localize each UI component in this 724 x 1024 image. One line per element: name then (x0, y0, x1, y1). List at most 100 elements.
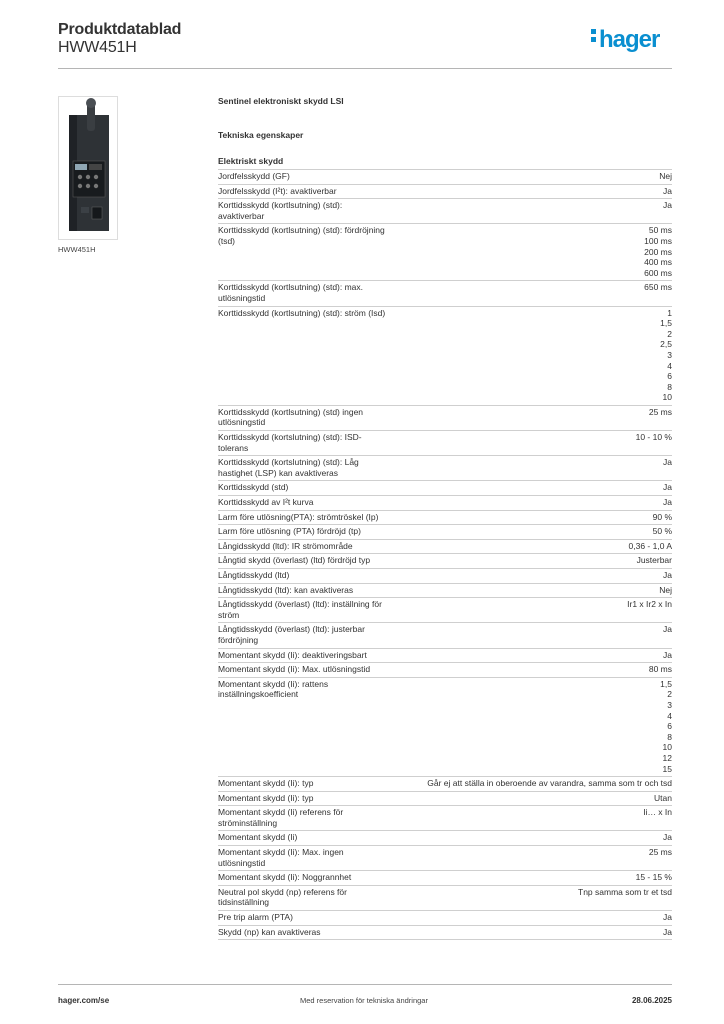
spec-value-item: 10 (662, 392, 672, 403)
logo-text: hager (599, 26, 660, 53)
spec-value: Ja (393, 495, 672, 511)
spec-value: Ja (393, 480, 672, 497)
spec-label: Långtidsskydd (överlast) (ltd): inställn… (218, 597, 393, 624)
spec-value-item: Ja (663, 200, 672, 211)
spec-label: Korttidsskydd (std) (218, 480, 393, 497)
spec-value: Ja (393, 925, 672, 941)
spec-value-item: Ja (663, 497, 672, 508)
spec-value-item: 15 (662, 763, 672, 774)
spec-value-item: Utan (654, 792, 672, 803)
spec-value: Ja (393, 568, 672, 584)
spec-row: Korttidsskydd (kortslutning) (std): ISD-… (218, 430, 672, 457)
spec-label: Korttidsskydd (kortlsutning) (std): avak… (218, 198, 393, 225)
spec-value-item: Ja (663, 570, 672, 580)
spec-row: Momentant skydd (Ii): typ Utan (218, 791, 672, 807)
spec-value: 0,36 - 1,0 A (393, 539, 672, 555)
spec-value-item: 25 ms (648, 847, 672, 858)
product-name: Sentinel elektroniskt skydd LSI (218, 96, 344, 106)
spec-value: Nej (393, 583, 672, 599)
spec-value-item: 12 (662, 752, 672, 763)
spec-value-item: 2 (667, 689, 672, 700)
spec-row: Långtid skydd (överlast) (ltd) fördröjd … (218, 553, 672, 569)
spec-row: Momentant skydd (Ii): Max. ingen utlösni… (218, 845, 672, 872)
spec-label: Korttidsskydd av I²t kurva (218, 495, 393, 511)
spec-row: Långtidsskydd (överlast) (ltd): justerba… (218, 622, 672, 649)
spec-value-item: 1,5 (660, 318, 672, 329)
product-image (58, 96, 118, 240)
spec-value-item: 3 (667, 699, 672, 710)
spec-value: Utan (393, 791, 672, 807)
spec-value-item: 15 - 15 % (635, 872, 672, 883)
spec-row: Pre trip alarm (PTA)Ja (218, 910, 672, 926)
spec-value: 90 % (393, 510, 672, 526)
spec-value-item: 200 ms (644, 246, 672, 257)
spec-row: Långtidsskydd (överlast) (ltd): inställn… (218, 597, 672, 624)
hager-logo: hager (591, 26, 660, 53)
spec-row: Momentant skydd (Ii): Max. utlösningstid… (218, 662, 672, 678)
spec-label: Långtidsskydd (ltd) (218, 568, 393, 584)
spec-label: Jordfelsskydd (I²t): avaktiverbar (218, 184, 393, 200)
spec-label: Korttidsskydd (kortslutning) (std): Låg … (218, 455, 393, 482)
spec-value-item: 2 (667, 328, 672, 339)
footer-disclaimer: Med reservation för tekniska ändringar (300, 996, 428, 1005)
section-title: Tekniska egenskaper (218, 130, 304, 140)
spec-label: Momentant skydd (Ii) (218, 830, 393, 847)
spec-row: Jordfelsskydd (I²t): avaktiverbar Ja (218, 184, 672, 200)
spec-row: Långtidsskydd (ltd) Ja (218, 568, 672, 584)
spec-value-item: Tnp samma som tr et tsd (578, 886, 672, 897)
spec-value-item: Justerbar (636, 555, 672, 566)
spec-label: Momentant skydd (Ii): deaktiveringsbart (218, 648, 393, 664)
spec-value: Går ej att ställa in oberoende av varand… (393, 776, 672, 792)
spec-label: Långtidsskydd (överlast) (ltd): justerba… (218, 622, 393, 649)
spec-value: 25 ms (393, 405, 672, 432)
spec-value: Ja (393, 622, 672, 649)
product-image-caption: HWW451H (58, 245, 96, 254)
spec-label: Korttidsskydd (kortlsutning) (std): förd… (218, 223, 393, 282)
spec-value-item: Ja (663, 185, 672, 196)
footer-date: 28.06.2025 (631, 996, 672, 1005)
spec-value: Justerbar (393, 553, 672, 569)
spec-value-item: 80 ms (648, 664, 672, 675)
spec-row: Jordfelsskydd (GF)Nej (218, 169, 672, 185)
spec-label: Neutral pol skydd (np) referens för tids… (218, 885, 393, 912)
spec-value: 50 % (393, 524, 672, 540)
spec-value-item: 6 (667, 371, 672, 382)
spec-row: Korttidsskydd (kortlsutning) (std): avak… (218, 198, 672, 225)
spec-value-item: 3 (667, 349, 672, 360)
spec-value: Ja (393, 198, 672, 225)
spec-label: Momentant skydd (Ii): Noggrannhet (218, 870, 393, 886)
spec-row: Korttidsskydd av I²t kurva Ja (218, 495, 672, 511)
spec-row: Larm före utlösning(PTA): strömtröskel (… (218, 510, 672, 526)
spec-label: Jordfelsskydd (GF) (218, 169, 393, 185)
spec-value-item: Ja (663, 912, 672, 923)
footer-divider (58, 984, 672, 985)
spec-value-item: Ii… x In (643, 807, 672, 818)
spec-value: Nej (393, 169, 672, 185)
product-code: HWW451H (58, 39, 137, 56)
spec-value-item: 100 ms (644, 235, 672, 246)
spec-value: 25 ms (393, 845, 672, 872)
spec-value-item: 90 % (652, 511, 672, 522)
spec-row: Momentant skydd (Ii) Ja (218, 830, 672, 847)
spec-value-item: 10 - 10 % (635, 432, 672, 443)
spec-value-item: Ja (663, 832, 672, 843)
spec-value: 10 - 10 % (393, 430, 672, 457)
spec-value: 15 - 15 % (393, 870, 672, 886)
spec-label: Momentant skydd (Ii): typ (218, 791, 393, 807)
spec-value-item: 8 (667, 731, 672, 742)
spec-row: Momentant skydd (Ii): Noggrannhet 15 - 15… (218, 870, 672, 886)
spec-label: Skydd (np) kan avaktiveras (218, 925, 393, 941)
spec-value: Ir1 x Ir2 x In (393, 597, 672, 624)
spec-label: Långtidsskydd (ltd): kan avaktiveras (218, 583, 393, 599)
document-title: Produktdatablad (58, 21, 182, 38)
spec-value-item: Ja (663, 926, 672, 937)
spec-label: Momentant skydd (Ii): rattens inställnin… (218, 677, 393, 778)
spec-row: Korttidsskydd (kortlsutning) (std) ingen… (218, 405, 672, 432)
spec-value-item: 0,36 - 1,0 A (628, 540, 672, 551)
spec-value-item: Ja (663, 624, 672, 635)
spec-label: Momentant skydd (Ii): typ (218, 776, 393, 792)
